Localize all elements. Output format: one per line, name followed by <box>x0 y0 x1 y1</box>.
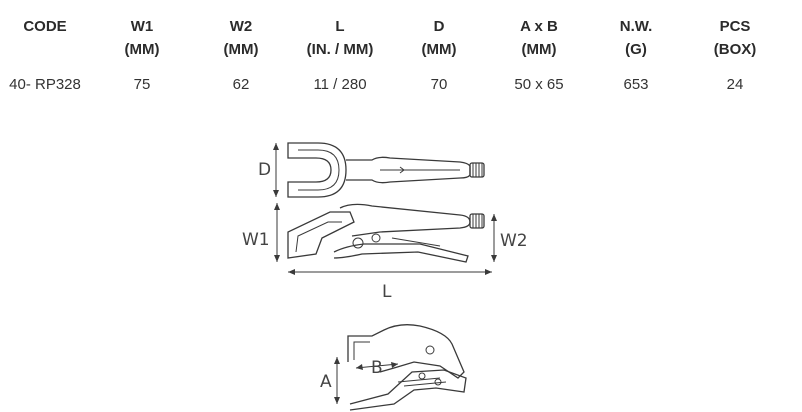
side-jaw <box>287 211 355 259</box>
cell-nw: 653 <box>623 76 649 93</box>
detail-upper-jaw <box>347 324 465 379</box>
l-arrow-left <box>288 269 295 275</box>
side-upper-handle <box>339 203 471 237</box>
side-jaw-inner <box>295 221 342 253</box>
header-axb: A x B (MM) <box>499 15 579 61</box>
top-view-plier: D <box>258 142 485 198</box>
cell-code: 40- RP328 <box>9 76 81 93</box>
side-pivot-1 <box>352 237 364 249</box>
b-dimension-line <box>355 363 399 369</box>
header-axb-unit: (MM) <box>521 41 557 58</box>
header-w1: W1 (MM) <box>107 15 177 61</box>
header-w2-unit: (MM) <box>223 41 259 58</box>
header-pcs: PCS (BOX) <box>700 15 770 61</box>
header-w2: W2 (MM) <box>206 15 276 61</box>
header-nw: N.W. (G) <box>601 15 671 61</box>
side-view-plier: W1 W2 L <box>242 203 528 302</box>
header-l-title: L <box>335 18 345 35</box>
cell-w1: 75 <box>133 76 151 93</box>
b-arrow-right <box>391 362 398 368</box>
top-jaw-inner <box>298 149 340 191</box>
w1-arrow-top <box>274 203 280 210</box>
header-w1-unit: (MM) <box>124 41 160 58</box>
detail-link <box>397 377 447 387</box>
label-w1: W1 <box>242 230 270 250</box>
cell-d: 70 <box>430 76 448 93</box>
label-a: A <box>320 372 332 392</box>
cell-l: 11 / 280 <box>313 76 367 93</box>
top-screw-knurl <box>472 163 483 177</box>
side-lower-handle <box>333 243 469 263</box>
d-arrow-top <box>273 143 279 150</box>
header-pcs-unit: (BOX) <box>713 41 757 58</box>
side-screw-knurl <box>472 214 483 228</box>
w2-arrow-top <box>491 214 497 221</box>
header-nw-title: N.W. <box>619 18 653 35</box>
d-arrow-bottom <box>273 190 279 197</box>
label-b: B <box>371 358 383 378</box>
header-d-unit: (MM) <box>421 41 457 58</box>
detail-pivot-1 <box>425 345 435 355</box>
detail-upper-jaw-inner <box>353 341 370 360</box>
label-w2: W2 <box>500 231 528 251</box>
label-l: L <box>382 282 392 302</box>
detail-pivot-2 <box>418 372 426 380</box>
header-code: CODE <box>10 15 80 38</box>
label-d: D <box>258 160 271 180</box>
jaw-detail-view: A B <box>320 324 467 411</box>
b-arrow-left <box>356 364 363 370</box>
header-code-title: CODE <box>23 18 67 35</box>
header-pcs-title: PCS <box>719 18 751 35</box>
header-d-title: D <box>433 18 445 35</box>
w2-arrow-bottom <box>491 255 497 262</box>
detail-lower-jaw <box>349 369 467 411</box>
header-l-unit: (IN. / MM) <box>306 41 374 58</box>
header-d: D (MM) <box>404 15 474 61</box>
w1-arrow-bottom <box>274 255 280 262</box>
header-w2-title: W2 <box>229 18 253 35</box>
side-screw <box>469 213 485 229</box>
side-pivot-2 <box>371 233 381 243</box>
header-l: L (IN. / MM) <box>290 15 390 61</box>
cell-w2: 62 <box>232 76 250 93</box>
a-arrow-bottom <box>334 397 340 404</box>
cell-axb: 50 x 65 <box>514 76 564 93</box>
top-jaw-outer <box>287 142 347 198</box>
header-w1-title: W1 <box>130 18 154 35</box>
top-screw <box>469 162 485 178</box>
top-handle-arrow-mark <box>399 166 405 174</box>
header-nw-unit: (G) <box>625 41 647 58</box>
a-arrow-top <box>334 357 340 364</box>
cell-pcs: 24 <box>726 76 744 93</box>
header-axb-title: A x B <box>520 18 558 35</box>
l-arrow-right <box>485 269 492 275</box>
detail-pivot-3 <box>434 378 442 386</box>
side-release-lever <box>391 237 441 247</box>
